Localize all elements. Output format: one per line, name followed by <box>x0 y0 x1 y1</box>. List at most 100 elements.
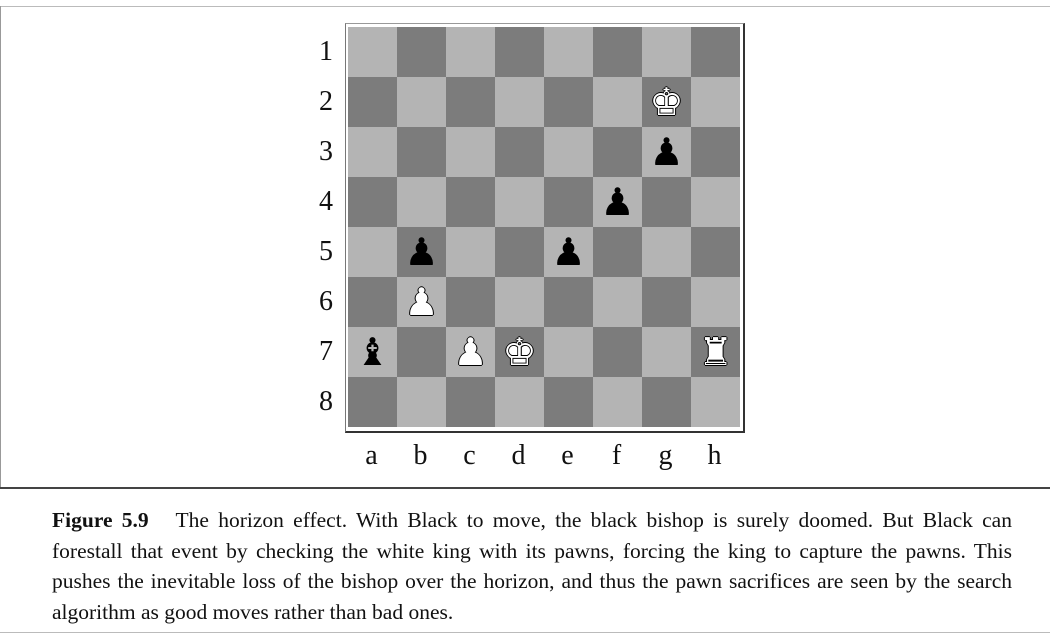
square-d5 <box>495 227 544 277</box>
file-label-f: f <box>592 440 641 472</box>
square-f3 <box>593 127 642 177</box>
rank-label-4: 4 <box>303 177 333 227</box>
square-b5: ♟ <box>397 227 446 277</box>
square-g2: ♚ <box>642 77 691 127</box>
square-f5 <box>593 227 642 277</box>
square-e3 <box>544 127 593 177</box>
square-d1 <box>495 27 544 77</box>
file-label-a: a <box>347 440 396 472</box>
rank-label-7: 7 <box>303 327 333 377</box>
square-h1 <box>691 27 740 77</box>
square-e7 <box>544 327 593 377</box>
square-a5 <box>348 227 397 277</box>
square-c2 <box>446 77 495 127</box>
square-d7: ♚ <box>495 327 544 377</box>
white-rook-icon: ♜ <box>698 333 732 371</box>
rank-label-2: 2 <box>303 77 333 127</box>
white-king-icon: ♚ <box>502 333 536 371</box>
square-b2 <box>397 77 446 127</box>
file-label-c: c <box>445 440 494 472</box>
black-pawn-icon: ♟ <box>404 233 438 271</box>
file-label-b: b <box>396 440 445 472</box>
square-f8 <box>593 377 642 427</box>
black-pawn-icon: ♟ <box>551 233 585 271</box>
square-g6 <box>642 277 691 327</box>
caption-divider <box>0 487 1050 489</box>
figure-caption: Figure 5.9 The horizon effect. With Blac… <box>52 505 1012 627</box>
square-d8 <box>495 377 544 427</box>
left-border <box>0 6 1 488</box>
square-e6 <box>544 277 593 327</box>
square-a1 <box>348 27 397 77</box>
square-d3 <box>495 127 544 177</box>
square-e5: ♟ <box>544 227 593 277</box>
square-d6 <box>495 277 544 327</box>
square-f1 <box>593 27 642 77</box>
square-e8 <box>544 377 593 427</box>
square-a4 <box>348 177 397 227</box>
file-label-e: e <box>543 440 592 472</box>
file-label-d: d <box>494 440 543 472</box>
square-d2 <box>495 77 544 127</box>
figure-label: Figure 5.9 <box>52 508 149 532</box>
chess-board: ♚ ♟ ♟ ♟ ♟ ♟ ♝ ♟ ♚ ♜ <box>345 23 745 433</box>
rank-label-8: 8 <box>303 377 333 427</box>
file-label-g: g <box>641 440 690 472</box>
square-b6: ♟ <box>397 277 446 327</box>
square-h5 <box>691 227 740 277</box>
square-b8 <box>397 377 446 427</box>
square-f4: ♟ <box>593 177 642 227</box>
black-pawn-icon: ♟ <box>600 183 634 221</box>
square-a6 <box>348 277 397 327</box>
square-c4 <box>446 177 495 227</box>
square-c8 <box>446 377 495 427</box>
square-e2 <box>544 77 593 127</box>
square-h7: ♜ <box>691 327 740 377</box>
figure-caption-text: The horizon effect. With Black to move, … <box>52 508 1012 624</box>
square-a3 <box>348 127 397 177</box>
square-h4 <box>691 177 740 227</box>
square-b3 <box>397 127 446 177</box>
square-h8 <box>691 377 740 427</box>
rank-label-1: 1 <box>303 27 333 77</box>
square-h3 <box>691 127 740 177</box>
square-e4 <box>544 177 593 227</box>
square-e1 <box>544 27 593 77</box>
square-c6 <box>446 277 495 327</box>
square-c5 <box>446 227 495 277</box>
rank-label-5: 5 <box>303 227 333 277</box>
square-d4 <box>495 177 544 227</box>
square-b7 <box>397 327 446 377</box>
rank-label-6: 6 <box>303 277 333 327</box>
square-a7: ♝ <box>348 327 397 377</box>
square-f7 <box>593 327 642 377</box>
square-a8 <box>348 377 397 427</box>
square-c3 <box>446 127 495 177</box>
square-g4 <box>642 177 691 227</box>
square-c1 <box>446 27 495 77</box>
square-h2 <box>691 77 740 127</box>
square-b4 <box>397 177 446 227</box>
bottom-rule <box>0 632 1050 633</box>
square-g7 <box>642 327 691 377</box>
square-g1 <box>642 27 691 77</box>
square-f6 <box>593 277 642 327</box>
square-b1 <box>397 27 446 77</box>
square-h6 <box>691 277 740 327</box>
square-g3: ♟ <box>642 127 691 177</box>
square-a2 <box>348 77 397 127</box>
top-rule <box>0 6 1050 7</box>
square-g8 <box>642 377 691 427</box>
black-bishop-icon: ♝ <box>355 333 389 371</box>
white-king-icon: ♚ <box>649 83 683 121</box>
square-g5 <box>642 227 691 277</box>
square-f2 <box>593 77 642 127</box>
black-pawn-icon: ♟ <box>649 133 683 171</box>
white-pawn-icon: ♟ <box>453 333 487 371</box>
square-c7: ♟ <box>446 327 495 377</box>
rank-label-3: 3 <box>303 127 333 177</box>
white-pawn-icon: ♟ <box>404 283 438 321</box>
file-label-h: h <box>690 440 739 472</box>
